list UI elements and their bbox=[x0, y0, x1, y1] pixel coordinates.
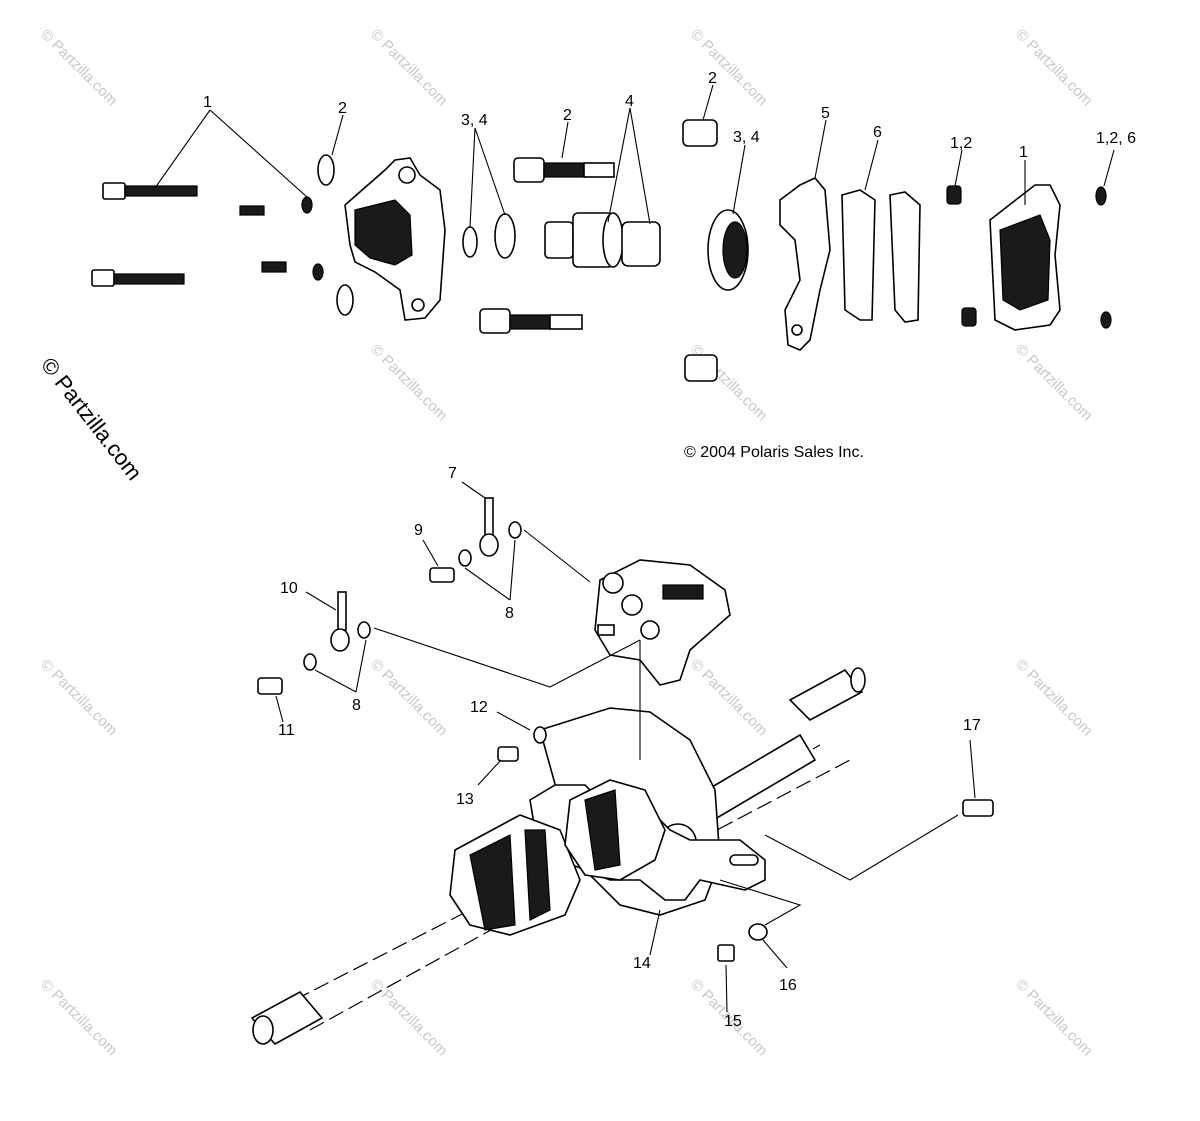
brake-pad-outer bbox=[889, 191, 921, 323]
callout-7: 7 bbox=[448, 465, 457, 482]
callout-2: 2 bbox=[338, 100, 347, 117]
side-watermark: © Partzilla.com bbox=[36, 353, 147, 485]
caliper-housing-inner bbox=[344, 157, 446, 321]
crush-washer bbox=[508, 521, 522, 539]
callout-3-4: 3, 4 bbox=[461, 112, 488, 129]
bottom-leader-lines bbox=[275, 481, 976, 1013]
top-leader-lines bbox=[154, 84, 1115, 228]
callout-8: 8 bbox=[352, 697, 361, 714]
callout-1: 1 bbox=[1019, 144, 1028, 161]
washer-16 bbox=[748, 923, 768, 941]
hub-left bbox=[449, 814, 581, 936]
caliper-bolt-upper bbox=[102, 182, 198, 200]
watermark: © Partzilla.com bbox=[367, 656, 450, 739]
callout-1-2: 1,2 bbox=[950, 135, 972, 152]
callout-5: 5 bbox=[821, 105, 830, 122]
pin-bushing-lower bbox=[961, 307, 977, 327]
callout-2: 2 bbox=[563, 107, 572, 124]
callout-10: 10 bbox=[280, 580, 298, 597]
caliper-assembled bbox=[594, 559, 731, 686]
brake-line-lower bbox=[330, 591, 350, 652]
bolt-13 bbox=[497, 746, 519, 762]
retaining-clip-upper bbox=[1095, 186, 1107, 206]
watermark: © Partzilla.com bbox=[687, 656, 770, 739]
caliper-bolt-lower bbox=[91, 269, 185, 287]
callout-14: 14 bbox=[633, 955, 651, 972]
callout-16: 16 bbox=[779, 977, 797, 994]
banjo-bolt bbox=[429, 567, 455, 583]
caliper-housing-outer bbox=[989, 184, 1061, 331]
small-oring bbox=[301, 196, 313, 214]
bolt-17 bbox=[962, 799, 994, 817]
piston-seal-large bbox=[494, 213, 516, 259]
callout-3-4: 3, 4 bbox=[733, 129, 760, 146]
boot-seal bbox=[707, 209, 749, 291]
piston-seal-small bbox=[462, 226, 478, 258]
slide-pin-lower bbox=[479, 308, 583, 334]
watermark: © Partzilla.com bbox=[37, 26, 120, 109]
callout-17: 17 bbox=[963, 717, 981, 734]
axle-end-left bbox=[250, 990, 324, 1046]
washer-12 bbox=[533, 726, 547, 744]
watermark: © Partzilla.com bbox=[1012, 656, 1095, 739]
watermark: © Partzilla.com bbox=[37, 976, 120, 1059]
caliper-bracket bbox=[779, 177, 831, 351]
pin-bushing-upper bbox=[946, 185, 962, 205]
bleeder-screw-upper bbox=[239, 205, 265, 216]
piston bbox=[544, 212, 624, 268]
watermark: © Partzilla.com bbox=[1012, 976, 1095, 1059]
bushing-lower bbox=[684, 354, 718, 382]
watermark: © Partzilla.com bbox=[367, 976, 450, 1059]
bushing-upper bbox=[682, 119, 718, 147]
copyright-notice: © 2004 Polaris Sales Inc. bbox=[684, 444, 864, 461]
slide-pin-upper bbox=[513, 157, 615, 183]
callout-13: 13 bbox=[456, 791, 474, 808]
nut-15 bbox=[717, 944, 735, 962]
axle-centerline bbox=[309, 924, 501, 1031]
callout-9: 9 bbox=[414, 522, 423, 539]
watermark: © Partzilla.com bbox=[37, 656, 120, 739]
watermark: © Partzilla.com bbox=[367, 26, 450, 109]
callout-8: 8 bbox=[505, 605, 514, 622]
hub-right bbox=[564, 779, 666, 881]
brake-line-upper bbox=[479, 497, 499, 557]
seal-ring bbox=[336, 284, 354, 316]
callout-2: 2 bbox=[708, 70, 717, 87]
crush-washer bbox=[357, 621, 371, 639]
caliper-exploded-group bbox=[91, 119, 1112, 382]
callout-4: 4 bbox=[625, 93, 634, 110]
crush-washer bbox=[303, 653, 317, 671]
watermark: © Partzilla.com bbox=[1012, 341, 1095, 424]
watermark: © Partzilla.com bbox=[367, 341, 450, 424]
axle-end-right bbox=[788, 667, 866, 721]
callout-1-2-6: 1,2, 6 bbox=[1096, 130, 1136, 147]
watermark: © Partzilla.com bbox=[687, 26, 770, 109]
callout-labels: 1 2 3, 4 2 4 2 3, 4 5 6 1,2 1 1,2, 6 7 9… bbox=[203, 70, 1136, 1030]
watermark: © Partzilla.com bbox=[1012, 26, 1095, 109]
callout-12: 12 bbox=[470, 699, 488, 716]
axle-assembly-group bbox=[250, 497, 994, 1046]
seal-ring bbox=[317, 154, 335, 186]
callout-1: 1 bbox=[203, 94, 212, 111]
axle-centerline bbox=[274, 909, 471, 1011]
crush-washer bbox=[458, 549, 472, 567]
callout-6: 6 bbox=[873, 124, 882, 141]
retaining-clip-lower bbox=[1100, 311, 1112, 329]
callout-15: 15 bbox=[724, 1013, 742, 1030]
bleed-bolt bbox=[257, 677, 283, 695]
callout-11: 11 bbox=[278, 722, 295, 739]
small-oring bbox=[312, 263, 324, 281]
brake-pad-inner bbox=[841, 189, 876, 321]
watermark: © Partzilla.com bbox=[687, 341, 770, 424]
piston-cup bbox=[621, 221, 661, 267]
bleeder-screw-lower bbox=[261, 261, 287, 273]
